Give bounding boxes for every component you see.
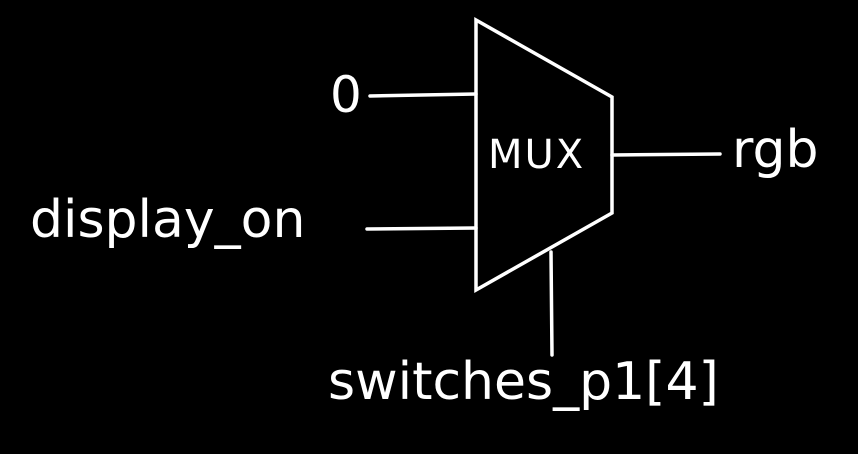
select-label: switches_p1[4]: [328, 352, 719, 412]
output-label-rgb: rgb: [732, 120, 819, 180]
wire-input-0: [368, 92, 478, 98]
input-label-0: 0: [330, 66, 362, 124]
wire-input-display-on: [365, 226, 478, 231]
wire-output-rgb: [610, 152, 722, 157]
mux-label: MUX: [488, 132, 586, 178]
input-label-display-on: display_on: [30, 190, 306, 250]
mux-shape: [474, 16, 614, 294]
wire-select: [549, 250, 554, 357]
